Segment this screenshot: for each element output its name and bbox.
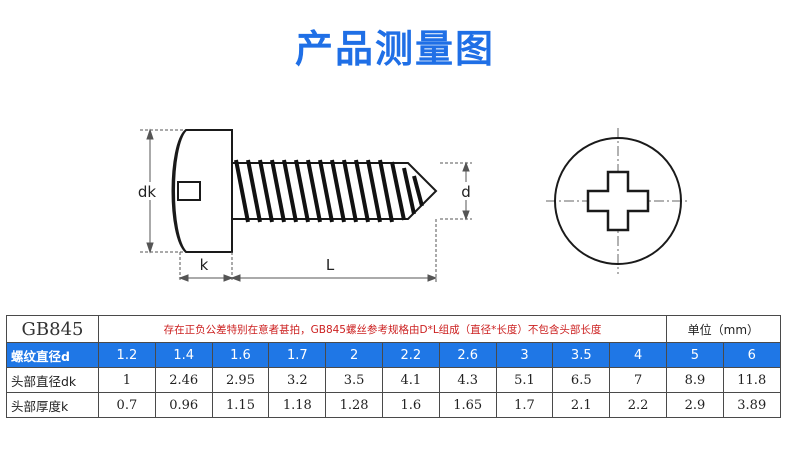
table-cell: 4.3 (438, 367, 497, 393)
table-cell: 1.18 (268, 392, 327, 418)
spec-table: GB845 存在正负公差特别在意者甚拍，GB845螺丝参考规格由D*L组成（直径… (6, 315, 781, 418)
table-cell: 3.5 (325, 367, 383, 393)
screw-thread (231, 159, 438, 223)
table-cell: 1.7 (495, 392, 554, 418)
table-cell: 5 (666, 342, 724, 368)
table-cell: 1 (98, 367, 156, 393)
table-cell: 0.7 (98, 392, 156, 418)
row-label: 螺纹直径d (6, 342, 99, 368)
table-cell: 1.28 (325, 392, 383, 418)
table-cell: 4.1 (381, 367, 440, 393)
table-row: 螺纹直径d 1.2 1.4 1.6 1.7 2 2.2 2.6 3 3.5 4 … (6, 342, 781, 368)
table-row: 头部直径dk 1 2.46 2.95 3.2 3.5 4.1 4.3 5.1 6… (6, 367, 781, 393)
table-cell: 2.46 (154, 367, 213, 393)
table-cell: 3 (495, 342, 554, 368)
table-cell: 4 (609, 342, 668, 368)
table-cell: 6 (722, 342, 781, 368)
table-cell: 0.96 (154, 392, 213, 418)
row-label: 头部直径dk (6, 367, 99, 393)
row-label: 头部厚度k (6, 392, 99, 418)
page-title: 产品测量图 (294, 27, 495, 71)
table-cell: 2.95 (211, 367, 270, 393)
k-label: k (200, 256, 209, 274)
table-cell: 3.5 (552, 342, 611, 368)
table-cell: 2.6 (438, 342, 497, 368)
table-cell: 1.6 (381, 392, 440, 418)
standard-cell: GB845 (6, 315, 99, 343)
table-row: 头部厚度k 0.7 0.96 1.15 1.18 1.28 1.6 1.65 1… (6, 392, 781, 418)
table-cell: 2.1 (552, 392, 611, 418)
tolerance-note: 存在正负公差特别在意者甚拍，GB845螺丝参考规格由D*L组成（直径*长度）不包… (97, 315, 668, 343)
table-cell: 1.7 (268, 342, 327, 368)
table-cell: 11.8 (722, 367, 781, 393)
table-cell: 3.2 (268, 367, 327, 393)
d-label: d (461, 183, 471, 201)
table-cell: 2 (325, 342, 383, 368)
k-l-dimensions (178, 219, 438, 282)
table-cell: 3.89 (722, 392, 781, 418)
table-cell: 1.2 (98, 342, 156, 368)
dk-label: dk (138, 183, 157, 201)
table-cell: 2.9 (666, 392, 724, 418)
table-cell: 2.2 (609, 392, 668, 418)
table-cell: 7 (609, 367, 668, 393)
screw-measurement-diagram: dk (137, 128, 690, 282)
table-cell: 1.15 (211, 392, 270, 418)
table-cell: 1.65 (438, 392, 497, 418)
table-header-row: GB845 存在正负公差特别在意者甚拍，GB845螺丝参考规格由D*L组成（直径… (6, 315, 781, 343)
table-cell: 2.2 (381, 342, 440, 368)
table-cell: 5.1 (495, 367, 554, 393)
screw-head-top-view (546, 128, 690, 274)
table-cell: 1.6 (211, 342, 270, 368)
table-cell: 6.5 (552, 367, 611, 393)
screw-head (171, 129, 233, 253)
l-label: L (326, 256, 335, 274)
table-cell: 1.4 (154, 342, 213, 368)
unit-cell: 单位（mm） (666, 315, 781, 343)
table-cell: 8.9 (666, 367, 724, 393)
